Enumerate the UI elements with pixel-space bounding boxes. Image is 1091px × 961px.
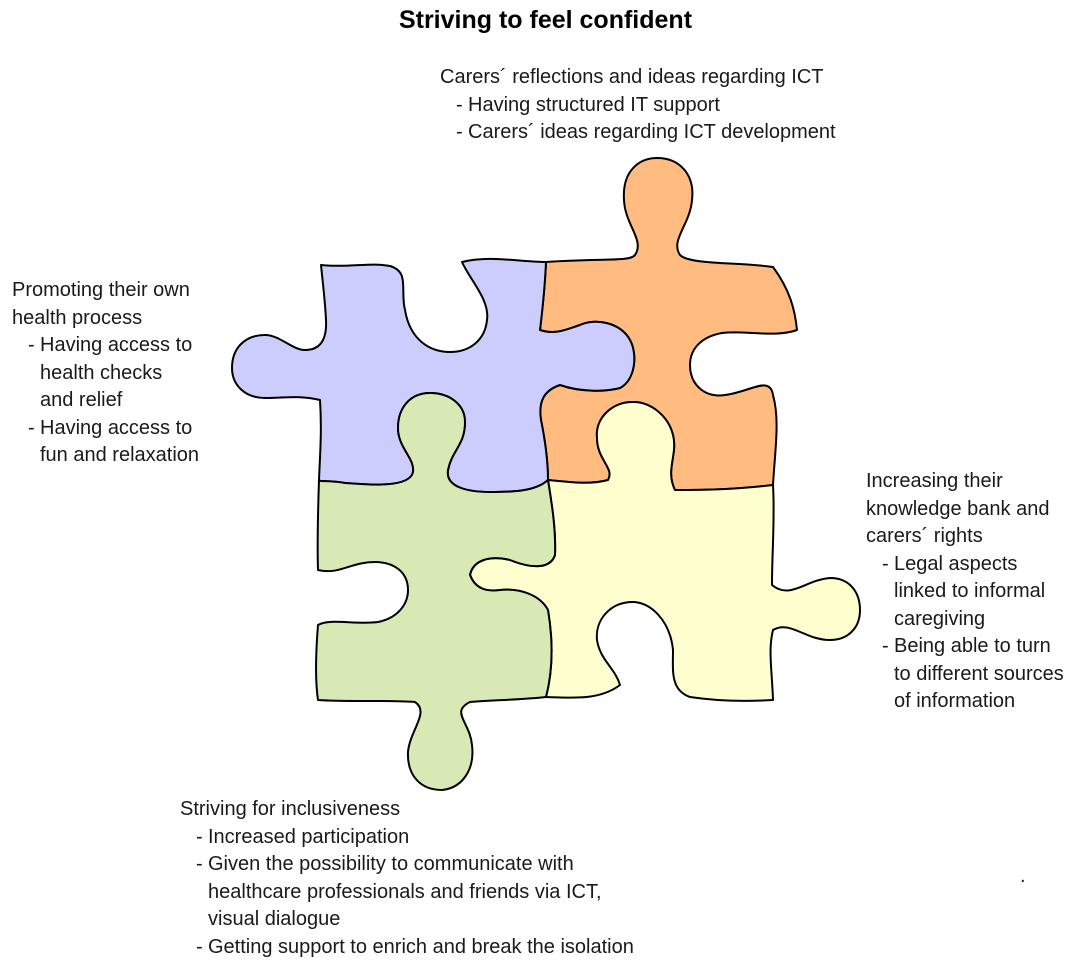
health-heading-line: Promoting their own	[12, 277, 199, 305]
health-item-line: and relief	[40, 387, 199, 415]
inclusiveness-item-line: healthcare professionals and friends via…	[208, 879, 634, 907]
health-item-line: Having access to	[40, 415, 199, 443]
inclusiveness-item-line: visual dialogue	[208, 906, 634, 934]
health-text-block: Promoting their own health process Havin…	[12, 277, 199, 470]
knowledge-item-line: caregiving	[894, 606, 1064, 634]
inclusiveness-text-block: Striving for inclusiveness Increased par…	[180, 796, 634, 961]
knowledge-item-line: Being able to turn	[894, 633, 1064, 661]
health-item-line: fun and relaxation	[40, 442, 199, 470]
knowledge-heading-line: carers´ rights	[866, 523, 1064, 551]
health-heading-line: health process	[12, 305, 199, 333]
knowledge-item-line: Legal aspects	[894, 551, 1064, 579]
knowledge-text-block: Increasing their knowledge bank and care…	[866, 468, 1064, 716]
ict-item: Carers´ ideas regarding ICT development	[440, 119, 836, 147]
inclusiveness-item: Increased participation	[180, 824, 634, 852]
ict-text-block: Carers´ reflections and ideas regarding …	[440, 64, 836, 147]
health-item-line: health checks	[40, 360, 199, 388]
inclusiveness-heading: Striving for inclusiveness	[180, 796, 634, 824]
knowledge-item: Being able to turn to different sources …	[866, 633, 1064, 716]
inclusiveness-item-line: Increased participation	[208, 824, 634, 852]
health-item: Having access to fun and relaxation	[12, 415, 199, 470]
knowledge-item-line: of information	[894, 688, 1064, 716]
inclusiveness-item: Given the possibility to communicate wit…	[180, 851, 634, 934]
ict-item: Having structured IT support	[440, 92, 836, 120]
health-item-line: Having access to	[40, 332, 199, 360]
ict-heading: Carers´ reflections and ideas regarding …	[440, 64, 836, 92]
knowledge-item-line: linked to informal	[894, 578, 1064, 606]
stray-mark: .	[1020, 866, 1026, 886]
knowledge-item-line: to different sources	[894, 661, 1064, 689]
inclusiveness-item: Getting support to enrich and break the …	[180, 934, 634, 961]
knowledge-heading-line: Increasing their	[866, 468, 1064, 496]
inclusiveness-item-line: Given the possibility to communicate wit…	[208, 851, 634, 879]
health-item: Having access to health checks and relie…	[12, 332, 199, 415]
inclusiveness-item-line: Getting support to enrich and break the …	[208, 934, 634, 961]
knowledge-heading-line: knowledge bank and	[866, 496, 1064, 524]
knowledge-item: Legal aspects linked to informal caregiv…	[866, 551, 1064, 634]
